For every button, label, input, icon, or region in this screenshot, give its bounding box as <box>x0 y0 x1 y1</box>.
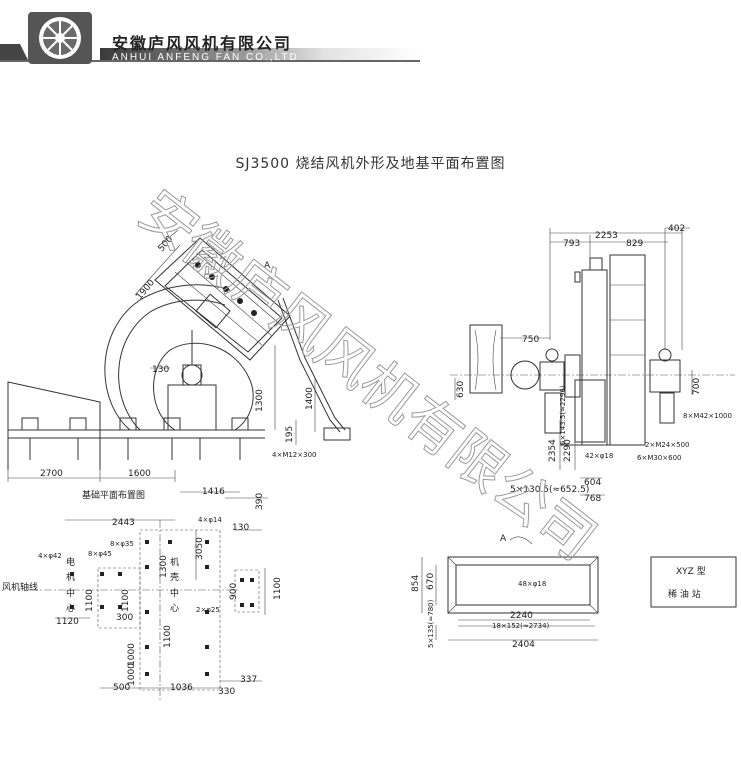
dim-130: 130 <box>152 365 169 375</box>
legend-box: XYZ 型 稀 油 站 <box>650 556 737 608</box>
dim-1600: 1600 <box>128 469 151 479</box>
dim-3050: 3050 <box>195 537 205 560</box>
note-2xm24: 2×M24×500 <box>645 441 690 449</box>
note-6x143: 6×143.5(≈2296) <box>559 385 567 445</box>
note-42xphi18: 42×φ18 <box>585 452 613 460</box>
company-logo-icon <box>28 12 92 64</box>
dim-5x130: 5×130.5(≈652.5) <box>510 485 589 495</box>
dim-1000-a: 1000 <box>127 643 137 666</box>
dim-5x135: 5×135(≈780) <box>427 599 435 648</box>
view-marker-a: A <box>264 261 271 271</box>
dim-1400: 1400 <box>305 387 315 410</box>
dim-700: 700 <box>692 378 702 395</box>
dim-1100-b: 1100 <box>121 589 131 612</box>
dim-2404: 2404 <box>512 640 535 650</box>
dim-1416: 1416 <box>202 487 225 497</box>
company-banner: 安徽庐风风机有限公司 ANHUI ANFENG FAN CO.,LTD <box>0 0 741 75</box>
note-6xm30: 6×M30×600 <box>637 454 682 462</box>
dim-630: 630 <box>456 381 466 398</box>
dim-1100-a: 1100 <box>85 589 95 612</box>
label-fan-center-2: 壳 <box>170 571 179 583</box>
dim-2443: 2443 <box>112 518 135 528</box>
legend-name: 稀 油 站 <box>668 588 701 600</box>
label-motor-center-4: 心 <box>66 603 75 614</box>
dim-2240: 2240 <box>510 611 533 621</box>
note-4xphi42: 4×φ42 <box>38 552 62 560</box>
note-8xphi45: 8×φ45 <box>88 550 112 558</box>
dim-2253: 2253 <box>595 231 618 241</box>
outlet-plan: 854 670 48×φ18 2240 18×152(≈2734) 5×135(… <box>411 534 599 650</box>
label-motor-center-3: 中 <box>66 587 75 599</box>
watermark: 安徽庐风风机有限公司 <box>126 177 608 574</box>
label-motor-center-1: 电 <box>66 556 75 568</box>
dim-1120: 1120 <box>56 617 79 627</box>
company-name-cn: 安徽庐风风机有限公司 <box>112 34 293 53</box>
side-view: 1900 500 130 1300 1400 195 4×M12×300 270… <box>7 229 351 482</box>
label-fan-axis: 风机轴线 <box>2 581 38 593</box>
outlet-marker-a: A <box>500 534 507 544</box>
dim-18x152: 18×152(≈2734) <box>492 622 550 630</box>
dim-2700: 2700 <box>40 469 63 479</box>
label-fan-center-1: 机 <box>170 556 179 568</box>
dim-604: 604 <box>584 478 601 488</box>
dim-900: 900 <box>229 583 239 600</box>
dim-1300-b: 1300 <box>159 555 169 578</box>
dim-793: 793 <box>563 239 580 249</box>
drawing-title: SJ3500 烧结风机外形及地基平面布置图 <box>235 156 506 172</box>
label-fan-center-4: 心 <box>170 603 179 614</box>
dim-1100-c: 1100 <box>163 625 173 648</box>
note-48xphi18: 48×φ18 <box>518 580 546 588</box>
note-2xphi25: 2×φ25 <box>196 606 220 614</box>
dim-2354: 2354 <box>548 439 558 462</box>
dim-2290: 2290 <box>563 439 573 462</box>
watermark-text: 安徽庐风风机有限公司 <box>126 178 607 574</box>
dim-829: 829 <box>626 239 643 249</box>
dim-300: 300 <box>116 613 133 623</box>
label-motor-center-2: 机 <box>66 571 75 583</box>
dim-854: 854 <box>411 575 421 592</box>
dim-1900: 1900 <box>135 278 158 302</box>
front-view: 2253 402 793 829 750 630 700 8×M42×1000 … <box>450 224 735 504</box>
label-fan-center-3: 中 <box>170 587 179 599</box>
foundation-caption: 基础平面布置图 <box>82 489 145 501</box>
dim-337: 337 <box>240 675 257 685</box>
dim-195: 195 <box>285 426 295 443</box>
legend-type: XYZ 型 <box>676 566 706 577</box>
dim-500-b: 500 <box>113 683 130 693</box>
dim-1036: 1036 <box>170 683 193 693</box>
dim-330: 330 <box>218 687 235 697</box>
dim-402: 402 <box>668 224 685 234</box>
foundation-plan: 基础平面布置图 1416 390 2443 <box>2 487 283 700</box>
banner-graphic <box>0 44 420 62</box>
dim-1300: 1300 <box>255 389 265 412</box>
dim-750: 750 <box>522 335 539 345</box>
company-name-en: ANHUI ANFENG FAN CO.,LTD <box>112 52 299 63</box>
note-8xphi35: 8×φ35 <box>110 540 134 548</box>
dim-390: 390 <box>255 493 265 510</box>
note-bolts: 4×M12×300 <box>272 451 317 459</box>
dim-1000-b: 1000 <box>127 663 137 686</box>
dim-1100-d: 1100 <box>273 577 283 600</box>
dim-130-b: 130 <box>232 523 249 533</box>
note-4xphi14: 4×φ14 <box>198 516 222 524</box>
dim-768: 768 <box>584 494 601 504</box>
dim-670: 670 <box>426 573 436 590</box>
note-8xm42: 8×M42×1000 <box>683 412 732 420</box>
